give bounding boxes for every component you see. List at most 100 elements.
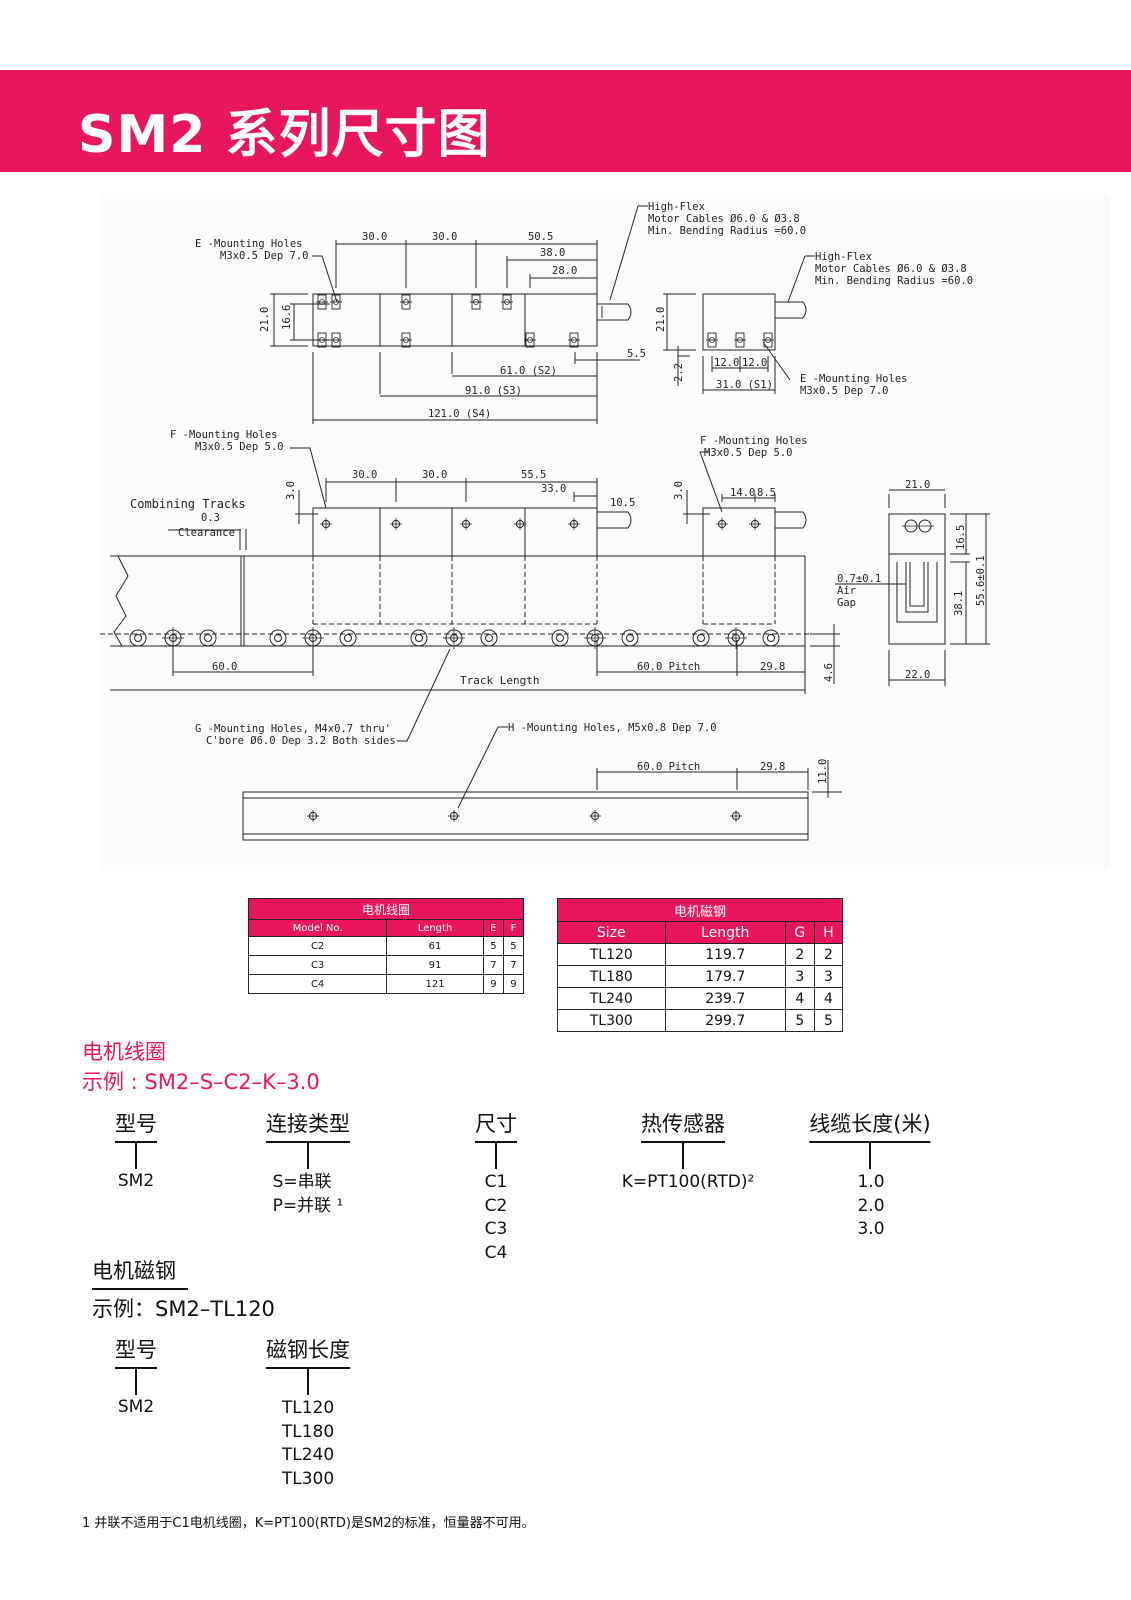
coil-col-stem-cable — [869, 1142, 871, 1169]
end-dim-38-1: 38.1 — [953, 591, 965, 616]
f-holes-label-right: F -Mounting Holes — [700, 435, 807, 447]
magnet-col-values-length: TL120 TL180 TL240 TL300 — [282, 1397, 334, 1491]
dim-top-3: 50.5 — [528, 231, 553, 243]
side-dim-21: 21.0 — [655, 307, 667, 332]
f-holes-spec-left: M3x0.5 Dep 5.0 — [195, 441, 284, 453]
track-dim-30a: 30.0 — [352, 469, 377, 481]
list-item: C4 — [484, 1242, 508, 1263]
track-dim-55: 55.5 — [521, 469, 546, 481]
list-item: C3 — [484, 1219, 508, 1239]
air-gap-value: 0.7±0.1 — [837, 573, 881, 585]
coil-col-heading-cable-text: 线缆长度(米) — [809, 1112, 931, 1136]
table-cell: 2 — [784, 943, 815, 966]
table-cell: 3 — [784, 965, 815, 988]
coil-col-heading-size-text: 尺寸 — [475, 1112, 517, 1136]
side-dim-s1: 31.0 (S1) — [716, 379, 773, 391]
magnet-order-example: 示例：SM2–TL120 — [92, 1297, 275, 1321]
magnet-col-size: Size — [557, 921, 666, 944]
end-view-text: 21.0 16.5 55.6±0.1 38.1 22.0 0.7±0.1 Air… — [837, 479, 987, 681]
g-holes-spec: C'bore Ø6.0 Dep 3.2 Both sides — [206, 735, 396, 747]
track-dim-3a: 3.0 — [285, 481, 297, 500]
list-item: SM2 — [117, 1171, 155, 1191]
base-dim-11: 11.0 — [817, 759, 829, 784]
table-cell: 3 — [813, 965, 844, 988]
dim-s3: 91.0 (S3) — [465, 385, 522, 397]
e-holes-label: E -Mounting Holes — [195, 238, 302, 250]
side-cable-1: High-Flex — [815, 251, 872, 263]
magnet-table-caption: 电机磁钢 — [557, 898, 843, 922]
base-pitch: 60.0 Pitch — [637, 761, 700, 773]
table-cell: TL120 — [557, 943, 666, 966]
coil-col-model: Model No. — [247, 919, 388, 937]
clearance-value: 0.3 — [201, 512, 220, 524]
side-cable-3: Min. Bending Radius =60.0 — [815, 275, 973, 287]
coil-col-heading-cable: 线缆长度(米) — [809, 1108, 931, 1143]
table-row: TL120 119.7 2 2 — [557, 943, 844, 966]
table-cell: 179.7 — [664, 965, 786, 988]
side-dim-12b: 12.0 — [742, 357, 767, 369]
base-dim-29-8: 29.8 — [760, 761, 785, 773]
magnet-col-heading-model: 型号 — [115, 1334, 157, 1369]
coil-col-stem-size — [495, 1142, 497, 1169]
cable-label-2: Motor Cables Ø6.0 & Ø3.8 — [648, 213, 800, 225]
coil-col-heading-sensor: 热传感器 — [641, 1108, 725, 1143]
table-cell: 119.7 — [664, 943, 786, 966]
magnet-col-heading-model-text: 型号 — [115, 1338, 157, 1362]
e-holes-spec: M3x0.5 Dep 7.0 — [220, 250, 309, 262]
table-cell: 4 — [784, 987, 815, 1010]
list-item: SM2 — [117, 1397, 155, 1417]
list-item: 2.0 — [857, 1195, 885, 1216]
coil-col-heading-model-text: 型号 — [115, 1112, 157, 1136]
table-cell: 9 — [482, 974, 504, 994]
g-holes-label: G -Mounting Holes, M4x0.7 thru' — [195, 723, 391, 735]
dim-top-4: 38.0 — [540, 247, 565, 259]
combining-tracks-label: Combining Tracks — [130, 497, 246, 511]
list-item: TL300 — [281, 1468, 335, 1489]
end-dim-21: 21.0 — [905, 479, 930, 491]
end-dim-22: 22.0 — [905, 669, 930, 681]
magnet-col-g: G — [784, 921, 815, 944]
side-e-holes: E -Mounting Holes — [800, 373, 907, 385]
track-dim-30b: 30.0 — [422, 469, 447, 481]
table-row: C3 91 7 7 — [247, 955, 525, 975]
dim-height-21: 21.0 — [259, 307, 271, 332]
table-cell: C2 — [247, 936, 388, 956]
magnet-col-length: Length — [664, 921, 786, 944]
magnet-order-title: 电机磁钢 — [92, 1255, 188, 1290]
side-dim-12a: 12.0 — [714, 357, 739, 369]
coil-order-example: 示例 : SM2–S–C2–K–3.0 — [82, 1070, 320, 1094]
table-cell: C3 — [247, 955, 388, 975]
table-cell: TL300 — [557, 1009, 666, 1032]
coil-col-values-model: SM2 — [118, 1170, 154, 1194]
coil-col-heading-model: 型号 — [115, 1108, 157, 1143]
coil-col-heading-connection-text: 连接类型 — [266, 1112, 350, 1136]
coil-spec-table: 电机线圈 Model No. Length E F C2 61 5 5 C3 9… — [247, 898, 525, 994]
magnet-col-stem-length — [307, 1368, 309, 1395]
f-holes-spec-right: M3x0.5 Dep 5.0 — [704, 447, 793, 459]
table-cell: TL240 — [557, 987, 666, 1010]
magnet-col-heading-length-text: 磁钢长度 — [266, 1338, 350, 1362]
table-cell: 4 — [813, 987, 844, 1010]
coil-col-stem-sensor — [682, 1142, 684, 1169]
coil-bolts — [315, 294, 775, 348]
table-cell: 5 — [482, 936, 504, 956]
track-dim-3b: 3.0 — [673, 481, 685, 500]
list-item: C2 — [484, 1195, 508, 1216]
coil-col-length: Length — [386, 919, 484, 937]
air-gap-label-1: Air — [837, 585, 856, 597]
list-item: TL240 — [281, 1445, 335, 1465]
coil-col-e: E — [482, 919, 504, 937]
list-item: C1 — [484, 1172, 508, 1192]
magnet-col-heading-length: 磁钢长度 — [266, 1334, 350, 1369]
magnet-col-h: H — [813, 921, 844, 944]
table-row: C4 121 9 9 — [247, 974, 525, 994]
side-e-spec: M3x0.5 Dep 7.0 — [800, 385, 889, 397]
magnet-spec-table: 电机磁钢 Size Length G H TL120 119.7 2 2 TL1… — [557, 898, 844, 1032]
end-dim-55-6: 55.6±0.1 — [975, 555, 987, 606]
track-dim-10: 10.5 — [610, 497, 635, 509]
dim-s2: 61.0 (S2) — [500, 365, 557, 377]
magnet-col-stem-model — [135, 1368, 137, 1395]
side-dim-2-2: 2.2 — [673, 363, 685, 382]
air-gap-label-2: Gap — [837, 597, 856, 609]
header-banner — [0, 70, 1131, 172]
